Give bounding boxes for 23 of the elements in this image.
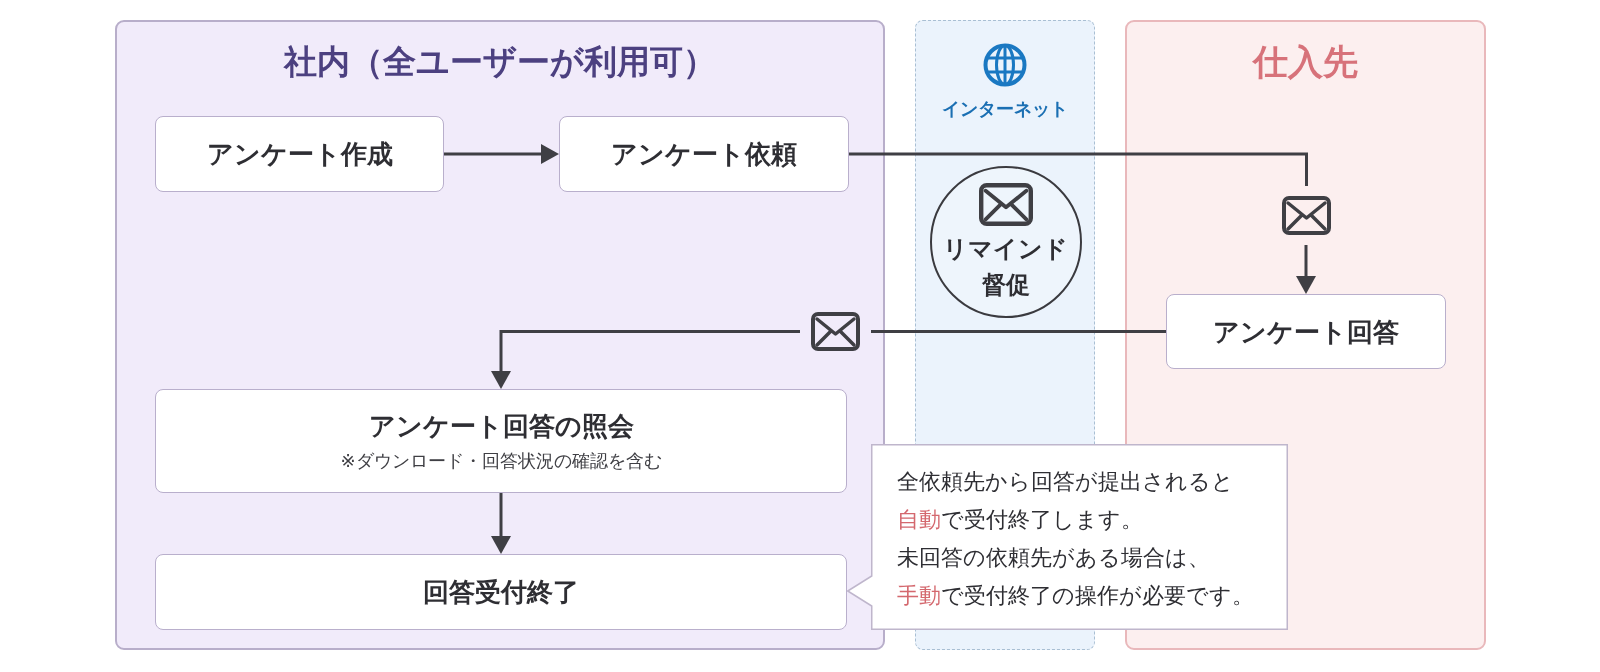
box-note: ※ダウンロード・回答状況の確認を含む [340,449,662,473]
box-title: アンケート回答の照会 [368,409,634,443]
process-box [155,389,847,493]
process-box: アンケート回答 [1166,294,1446,369]
arrow [444,144,559,164]
callout-bubble [847,444,1288,630]
connector-line [871,330,1166,333]
connector-line [849,152,1308,186]
arrow [491,330,800,389]
envelope-icon [811,312,860,351]
zone-panel [115,20,885,650]
arrow [491,493,511,554]
arrow [1296,245,1316,294]
circle-label: リマインド督促 [942,233,1069,300]
band-label: インターネット [942,97,1068,121]
zone-title: 社内（全ユーザーが利用可） [284,42,716,82]
zone-title: 仕入先 [1253,42,1358,82]
callout-text: 未回答の依頼先がある場合は、手動で受付終了の操作が必要です。 [897,544,1255,610]
process-box: 回答受付終了 [155,554,847,630]
process-box: アンケート依頼 [559,116,849,192]
envelope-icon [1282,196,1331,235]
callout-text: 全依頼先から回答が提出されると自動で受付終了します。 [897,468,1235,534]
process-box: アンケート作成 [155,116,444,192]
